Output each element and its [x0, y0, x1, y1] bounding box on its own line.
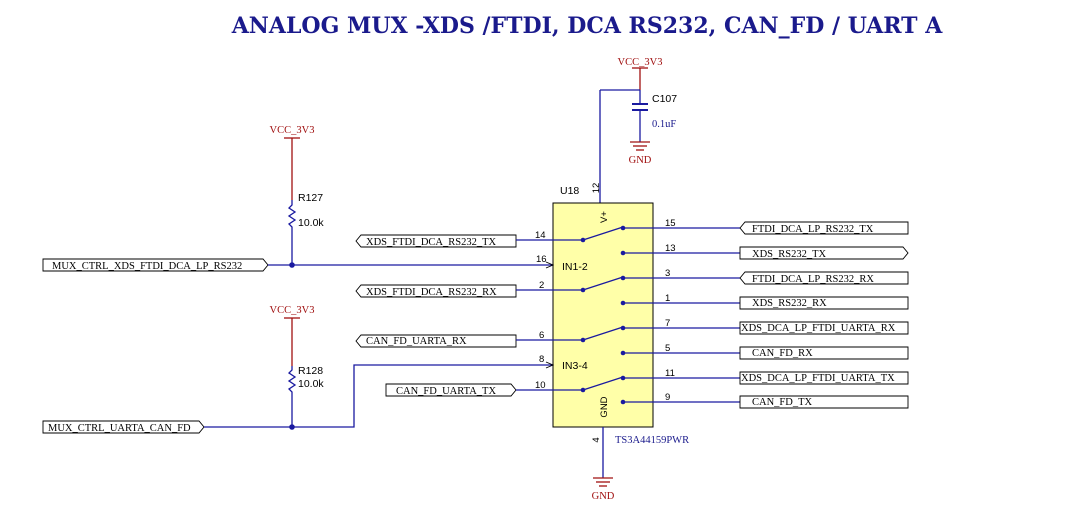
ic-label-gnd: GND — [599, 396, 610, 417]
vcc-symbol-r128: VCC_3V3 — [270, 305, 315, 366]
pin-number-gnd: 4 — [591, 437, 602, 442]
resistor-value: 10.0k — [298, 217, 324, 229]
pin-number: 14 — [535, 230, 546, 241]
pin-number: 5 — [665, 343, 670, 354]
svg-text:XDS_DCA_LP_FTDI_UARTA_RX: XDS_DCA_LP_FTDI_UARTA_RX — [741, 323, 896, 334]
page-title: ANALOG MUX -XDS /FTDI, DCA RS232, CAN_FD… — [231, 13, 944, 39]
svg-text:CAN_FD_TX: CAN_FD_TX — [752, 397, 813, 408]
vcc-symbol-c107: VCC_3V3 — [618, 57, 663, 90]
port-can-fd-uarta-rx: CAN_FD_UARTA_RX 6 — [355, 330, 583, 348]
pin-number: 16 — [536, 254, 547, 265]
port-can-fd-uarta-tx: CAN_FD_UARTA_TX 10 — [385, 380, 583, 397]
svg-text:FTDI_DCA_LP_RS232_TX: FTDI_DCA_LP_RS232_TX — [752, 224, 874, 235]
capacitor-ref: C107 — [652, 93, 677, 105]
ic-label-in12: IN1-2 — [562, 261, 588, 273]
pin-number: 3 — [665, 268, 670, 279]
resistor-r127: R127 10.0k — [287, 192, 324, 232]
svg-text:GND: GND — [592, 491, 615, 502]
gnd-symbol-c107: GND — [629, 141, 652, 166]
pin-number: 10 — [535, 380, 546, 391]
pin-number: 8 — [539, 354, 544, 365]
port-ftdi-dca-lp-rs232-tx: 15 FTDI_DCA_LP_RS232_TX — [623, 218, 909, 235]
port-can-fd-tx: 9 CAN_FD_TX — [623, 392, 909, 409]
svg-text:CAN_FD_UARTA_RX: CAN_FD_UARTA_RX — [366, 336, 467, 347]
pin-number: 11 — [665, 368, 675, 379]
svg-text:CAN_FD_UARTA_TX: CAN_FD_UARTA_TX — [396, 386, 496, 397]
capacitor-value: 0.1uF — [652, 119, 676, 130]
port-xds-ftdi-dca-rs232-tx: XDS_FTDI_DCA_RS232_TX 14 — [355, 230, 583, 248]
resistor-ref: R128 — [298, 365, 323, 377]
svg-text:FTDI_DCA_LP_RS232_RX: FTDI_DCA_LP_RS232_RX — [752, 274, 874, 285]
pin-number-vplus: 12 — [591, 183, 602, 194]
svg-text:XDS_FTDI_DCA_RS232_TX: XDS_FTDI_DCA_RS232_TX — [366, 237, 497, 248]
ic-part-number: TS3A44159PWR — [615, 435, 689, 446]
svg-text:XDS_RS232_RX: XDS_RS232_RX — [752, 298, 827, 309]
port-ftdi-dca-lp-rs232-rx: 3 FTDI_DCA_LP_RS232_RX — [623, 268, 909, 285]
pin-number: 13 — [665, 243, 676, 254]
resistor-r128: R128 10.0k — [287, 365, 324, 396]
resistor-value: 10.0k — [298, 378, 324, 390]
port-xds-ftdi-dca-rs232-rx: XDS_FTDI_DCA_RS232_RX 2 — [355, 280, 583, 298]
pin-number: 1 — [665, 293, 670, 304]
svg-text:XDS_FTDI_DCA_RS232_RX: XDS_FTDI_DCA_RS232_RX — [366, 287, 497, 298]
pin-number: 2 — [539, 280, 544, 291]
ic-label-in34: IN3-4 — [562, 360, 588, 372]
ic-label-vplus: V+ — [599, 211, 610, 223]
vcc-symbol-r127: VCC_3V3 — [270, 125, 315, 200]
pin-number: 9 — [665, 392, 670, 403]
port-xds-dca-lp-ftdi-uarta-rx: 7 XDS_DCA_LP_FTDI_UARTA_RX — [623, 318, 909, 335]
svg-text:MUX_CTRL_XDS_FTDI_DCA_LP_RS232: MUX_CTRL_XDS_FTDI_DCA_LP_RS232 — [52, 261, 242, 272]
svg-text:GND: GND — [629, 155, 652, 166]
port-xds-dca-lp-ftdi-uarta-tx: 11 XDS_DCA_LP_FTDI_UARTA_TX — [623, 368, 909, 385]
control-net-mux-ctrl-xds: MUX_CTRL_XDS_FTDI_DCA_LP_RS232 16 — [42, 254, 555, 272]
resistor-ref: R127 — [298, 192, 323, 204]
svg-text:CAN_FD_RX: CAN_FD_RX — [752, 348, 813, 359]
port-xds-rs232-tx: 13 XDS_RS232_TX — [623, 243, 909, 260]
svg-text:VCC_3V3: VCC_3V3 — [270, 125, 315, 136]
svg-text:XDS_DCA_LP_FTDI_UARTA_TX: XDS_DCA_LP_FTDI_UARTA_TX — [741, 373, 895, 384]
ic-ref: U18 — [560, 185, 579, 197]
svg-text:VCC_3V3: VCC_3V3 — [270, 305, 315, 316]
gnd-symbol-u18: GND — [592, 477, 615, 502]
control-net-mux-ctrl-uarta: MUX_CTRL_UARTA_CAN_FD 8 — [42, 354, 555, 434]
svg-text:XDS_RS232_TX: XDS_RS232_TX — [752, 249, 827, 260]
port-xds-rs232-rx: 1 XDS_RS232_RX — [623, 293, 909, 310]
capacitor-c107: C107 0.1uF — [632, 93, 677, 130]
port-can-fd-rx: 5 CAN_FD_RX — [623, 343, 909, 360]
pin-number: 6 — [539, 330, 544, 341]
pin-number: 7 — [665, 318, 670, 329]
svg-text:MUX_CTRL_UARTA_CAN_FD: MUX_CTRL_UARTA_CAN_FD — [48, 423, 191, 434]
pin-number: 15 — [665, 218, 676, 229]
vcc-label: VCC_3V3 — [618, 57, 663, 68]
